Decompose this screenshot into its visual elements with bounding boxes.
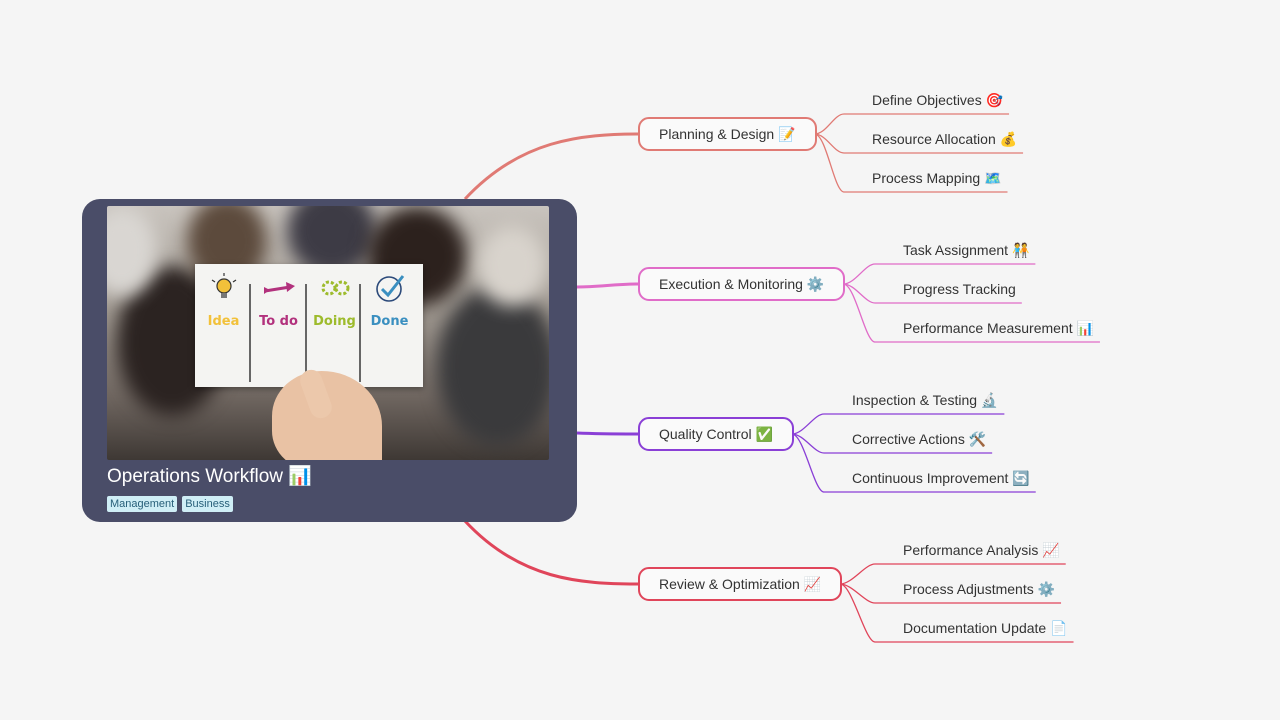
leaf-connector xyxy=(791,413,1005,435)
leaf-performance-measurement[interactable]: Performance Measurement 📊 xyxy=(903,320,1094,336)
leaf-corrective-actions[interactable]: Corrective Actions 🛠️ xyxy=(852,431,987,447)
central-topic-title[interactable]: Operations Workflow 📊 xyxy=(107,466,312,487)
central-topic-image: Idea To do Doing xyxy=(107,206,549,460)
card-column-word: To do xyxy=(259,314,298,329)
leaf-connector xyxy=(791,433,993,454)
branch-execution-monitoring[interactable]: Execution & Monitoring ⚙️ xyxy=(638,267,846,301)
card-column-word: Doing xyxy=(313,314,356,329)
leaf-connector xyxy=(840,583,1062,604)
leaf-connector xyxy=(843,263,1036,285)
branch-review-optimization[interactable]: Review & Optimization 📈 xyxy=(638,567,843,601)
leaf-connector xyxy=(814,113,1010,135)
leaf-process-adjustments[interactable]: Process Adjustments ⚙️ xyxy=(903,581,1056,597)
lightbulb-icon xyxy=(211,273,237,298)
card-column-word: Idea xyxy=(207,314,240,329)
leaf-inspection-testing[interactable]: Inspection & Testing 🔬 xyxy=(852,392,999,408)
branch-connector xyxy=(463,519,641,586)
card-column-done: Done xyxy=(361,264,418,387)
card-divider xyxy=(359,284,361,382)
branch-connector xyxy=(576,282,641,289)
card-column-doing: Doing xyxy=(306,264,363,387)
tag-business[interactable]: Business xyxy=(182,496,233,512)
leaf-connector xyxy=(840,563,1066,585)
branch-connector xyxy=(463,132,641,201)
leaf-process-mapping[interactable]: Process Mapping 🗺️ xyxy=(872,170,1002,186)
leaf-performance-analysis[interactable]: Performance Analysis 📈 xyxy=(903,542,1060,558)
leaf-connector xyxy=(791,433,1036,493)
leaf-connector xyxy=(843,283,1100,343)
card-column-idea: Idea xyxy=(195,264,252,387)
leaf-resource-allocation[interactable]: Resource Allocation 💰 xyxy=(872,131,1018,147)
check-circle-icon xyxy=(376,275,405,302)
central-topic-card[interactable]: Idea To do Doing xyxy=(82,199,577,522)
leaf-connector xyxy=(814,133,1008,193)
leaf-continuous-improvement[interactable]: Continuous Improvement 🔄 xyxy=(852,470,1030,486)
gears-icon xyxy=(321,280,350,296)
leaf-connector xyxy=(814,133,1024,154)
branch-connector xyxy=(576,431,641,436)
card-column-todo: To do xyxy=(250,264,307,387)
card-column-word: Done xyxy=(370,314,409,329)
card-divider xyxy=(305,284,307,382)
arrow-icon xyxy=(264,282,295,294)
leaf-connector xyxy=(843,283,1022,304)
leaf-progress-tracking[interactable]: Progress Tracking xyxy=(903,281,1016,297)
kanban-card: Idea To do Doing xyxy=(195,264,423,387)
tag-management[interactable]: Management xyxy=(107,496,178,512)
leaf-task-assignment[interactable]: Task Assignment 🧑‍🤝‍🧑 xyxy=(903,242,1030,258)
leaf-documentation-update[interactable]: Documentation Update 📄 xyxy=(903,620,1068,636)
leaf-define-objectives[interactable]: Define Objectives 🎯 xyxy=(872,92,1004,108)
branch-planning-design[interactable]: Planning & Design 📝 xyxy=(638,117,817,151)
branch-quality-control[interactable]: Quality Control ✅ xyxy=(638,417,794,451)
tag-list: Management Business xyxy=(107,496,233,512)
leaf-connector xyxy=(839,583,1074,643)
card-divider xyxy=(249,284,251,382)
